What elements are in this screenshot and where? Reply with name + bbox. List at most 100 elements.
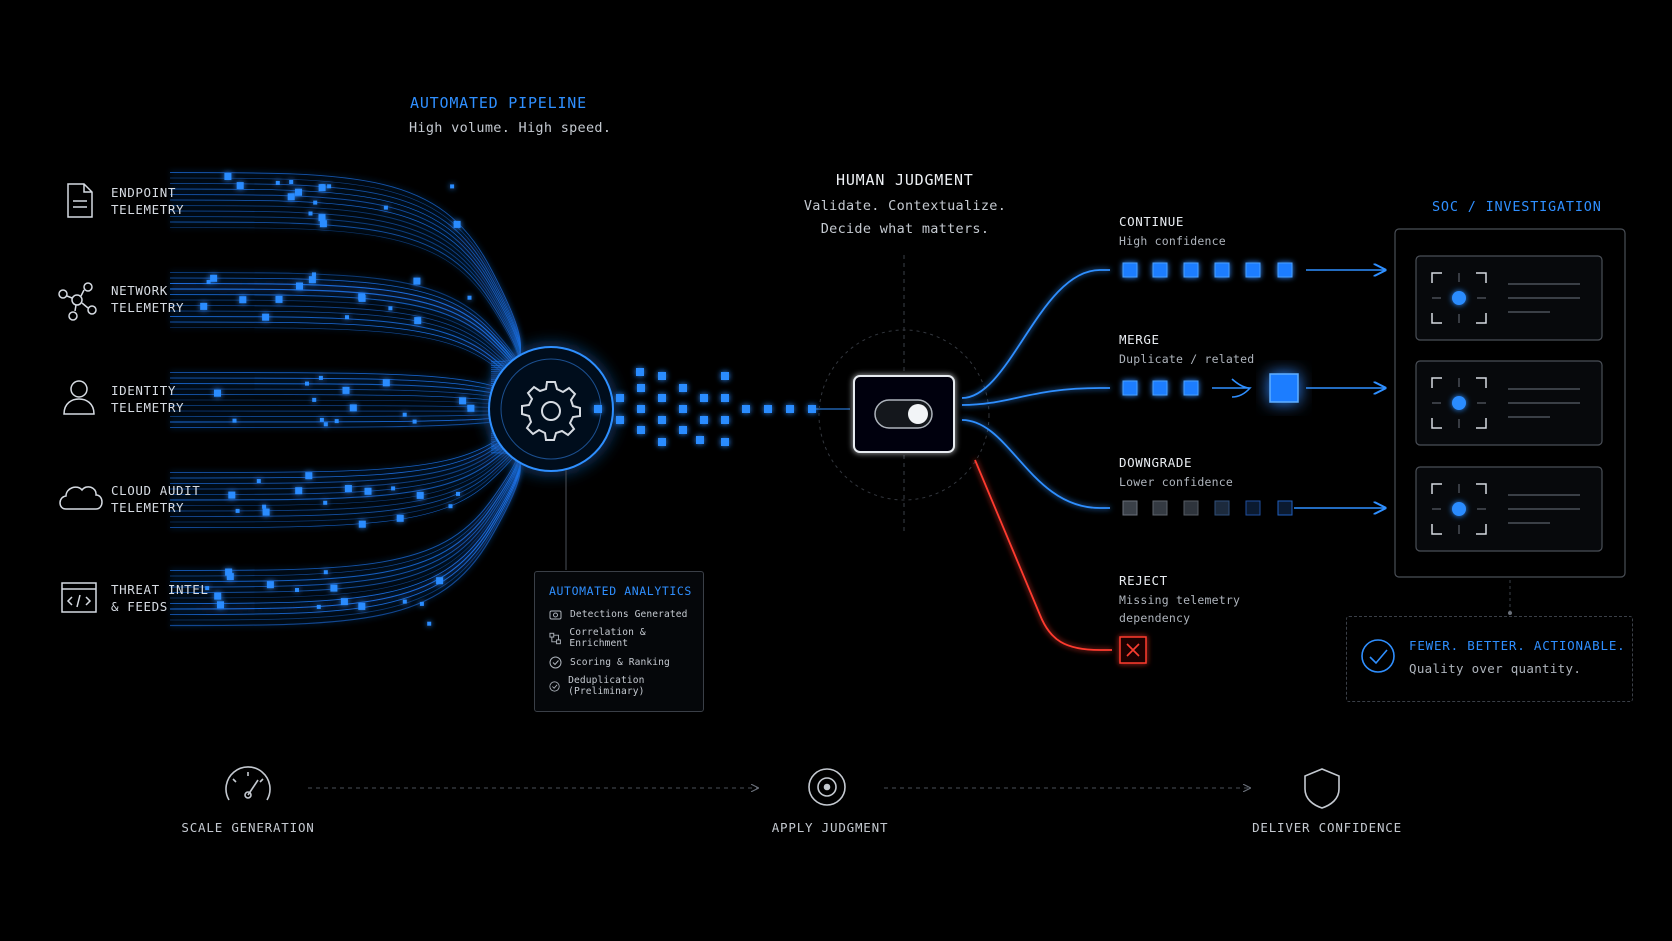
stream-particle (467, 404, 475, 412)
judgment-line2: Decide what matters. (820, 221, 990, 237)
stream-particle (340, 598, 348, 606)
downgrade-square (1277, 500, 1293, 516)
user-icon (63, 380, 95, 415)
source-threat-line2: & FEEDS (111, 599, 168, 614)
stage-deliver-confidence: DELIVER CONFIDENCE (1252, 820, 1402, 835)
stream-particle (232, 418, 237, 423)
stream-line (169, 436, 522, 583)
continue-detections (1122, 262, 1293, 278)
source-cloud-line1: CLOUD AUDIT (111, 483, 201, 498)
analytics-item-label: Deduplication (Preliminary) (568, 675, 645, 697)
merge-join-arrow (1212, 378, 1252, 398)
crosshair-icon (1432, 273, 1486, 323)
stream-particle (318, 184, 326, 192)
gauge-icon (225, 766, 271, 801)
pipeline-title: AUTOMATED PIPELINE (410, 94, 587, 112)
stream-particle (323, 570, 328, 575)
stream-particle (382, 379, 390, 387)
detection-square (637, 384, 645, 392)
detection-square (594, 405, 602, 413)
check-circle-icon (1361, 639, 1395, 673)
detection-square (679, 405, 687, 413)
detection-square (700, 416, 708, 424)
stream-particle (358, 602, 366, 610)
stream-particle (225, 568, 233, 576)
source-threat-line1: THREAT INTEL (111, 582, 209, 597)
stream-particle (312, 272, 316, 277)
analytics-item-label: Correlation & Enrichment (569, 627, 646, 649)
merge-square (1152, 380, 1168, 396)
focus-brackets-icon (1431, 483, 1487, 535)
stream-particle (313, 200, 318, 205)
stream-particle (296, 282, 303, 290)
soc-title: SOC / INVESTIGATION (1432, 199, 1602, 215)
branch-continue (961, 269, 1110, 399)
detection-square (696, 436, 704, 444)
crosshair-icon (1432, 484, 1486, 534)
outcome-downgrade-sub: Lower confidence (1119, 475, 1233, 489)
stream-particle (383, 205, 388, 210)
branch-merge (961, 387, 1110, 406)
stream-line (169, 444, 521, 604)
stream-particle (427, 621, 432, 626)
stream-particle (266, 581, 274, 589)
stream-particle (323, 422, 328, 427)
detection-square (786, 405, 794, 413)
stream-particle (295, 588, 299, 592)
source-identity-line1: IDENTITY (111, 383, 177, 398)
stream-particle (467, 295, 472, 300)
detection-square (616, 416, 624, 424)
stream-line (169, 442, 521, 599)
outcome-reject-title: REJECT (1119, 573, 1168, 588)
stream-particle (327, 184, 332, 189)
stream-particle (318, 375, 323, 380)
stream-particle (419, 601, 424, 606)
stage-scale-generation: SCALE GENERATION (181, 820, 315, 835)
stream-particle (456, 491, 460, 496)
stream-particle (226, 573, 234, 581)
detection-square (658, 438, 666, 446)
toggle-switch[interactable] (874, 399, 933, 429)
branch-reject (974, 459, 1112, 651)
stream-particle (214, 389, 221, 397)
stream-particle (344, 485, 352, 492)
confidence-sub: Quality over quantity. (1409, 661, 1582, 676)
confidence-box (1346, 616, 1633, 702)
camera-icon (549, 610, 562, 619)
outcome-reject-sub2: dependency (1119, 611, 1191, 625)
stream-particle (345, 315, 349, 320)
detection-square (636, 368, 644, 376)
analytics-title: AUTOMATED ANALYTICS (549, 584, 692, 598)
source-network-line1: NETWORK (111, 283, 168, 298)
stream-particle (295, 188, 302, 196)
stream-particle (256, 479, 261, 483)
detection-square (700, 394, 708, 402)
stream-particle (312, 397, 317, 402)
merge-detections (1122, 380, 1199, 396)
stage-apply-judgment: APPLY JUDGMENT (771, 820, 889, 835)
source-endpoint: ENDPOINT TELEMETRY (111, 184, 184, 218)
stream-particle (402, 412, 407, 417)
automation-hub (488, 346, 614, 472)
stream-line (169, 227, 521, 382)
stream-particle (206, 280, 211, 284)
stream-particle (391, 486, 396, 491)
downgrade-square (1183, 500, 1199, 516)
detection-square (721, 416, 729, 424)
stream-particle (228, 491, 236, 499)
continue-square (1152, 262, 1168, 278)
stream-particle (316, 604, 321, 609)
detection-square (658, 372, 666, 380)
stream-particle (239, 296, 247, 304)
stream-particle (275, 295, 283, 303)
detection-square (764, 405, 772, 413)
stream-particle (349, 404, 357, 412)
link-icon (549, 632, 561, 644)
outcome-continue-title: CONTINUE (1119, 214, 1185, 229)
source-threat-intel: THREAT INTEL & FEEDS (111, 581, 209, 615)
stream-particle (305, 472, 313, 480)
target-dot-icon (1452, 502, 1466, 516)
stream-particle (308, 276, 316, 284)
merged-detection (1269, 373, 1299, 403)
downgrade-square (1214, 500, 1230, 516)
